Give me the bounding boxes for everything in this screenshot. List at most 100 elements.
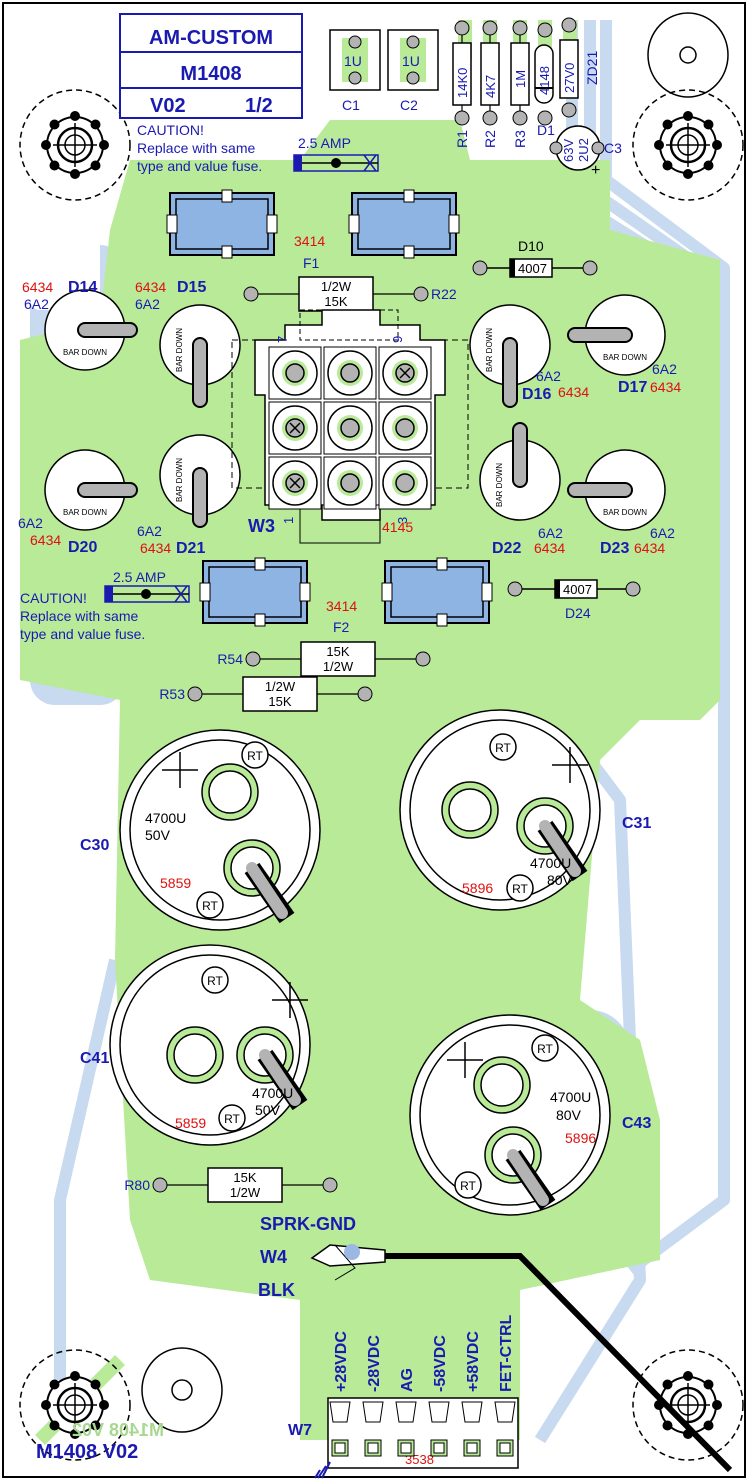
svg-text:SPRK-GND: SPRK-GND [260, 1214, 356, 1234]
svg-text:5896: 5896 [565, 1130, 596, 1146]
svg-text:R53: R53 [159, 686, 185, 702]
svg-text:W7: W7 [288, 1422, 312, 1439]
svg-text:FET-CTRL: FET-CTRL [498, 1314, 515, 1392]
svg-text:1/2W: 1/2W [323, 659, 354, 674]
svg-text:6A2: 6A2 [24, 296, 49, 312]
w3-pin [323, 456, 377, 510]
svg-text:D22: D22 [492, 540, 521, 557]
svg-text:2U2: 2U2 [576, 138, 591, 162]
connector-w3: 7 9 1 3 W3 4145 [231, 309, 469, 544]
f2-labels: 3414 F2 [326, 598, 357, 635]
svg-text:6434: 6434 [650, 379, 681, 395]
svg-text:1U: 1U [344, 53, 362, 69]
svg-text:4700U: 4700U [550, 1089, 591, 1105]
w3-pin [268, 456, 322, 510]
caution-note-top: CAUTION! Replace with same type and valu… [137, 122, 262, 174]
svg-text:80V: 80V [547, 872, 573, 888]
fuse-symbol-mid: 2.5 AMP [104, 569, 190, 603]
svg-text:6A2: 6A2 [137, 523, 162, 539]
svg-text:AG: AG [399, 1368, 416, 1392]
svg-text:D23: D23 [600, 540, 629, 557]
zener-zd21: 27V0 ZD21 [559, 17, 600, 118]
mounting-hole [19, 89, 131, 201]
svg-text:C43: C43 [622, 1115, 651, 1132]
w7-pin: +28VDC [329, 1331, 351, 1457]
svg-text:6434: 6434 [140, 540, 171, 556]
svg-text:15K: 15K [233, 1170, 256, 1185]
svg-text:D10: D10 [518, 238, 544, 254]
svg-text:R54: R54 [217, 651, 243, 667]
svg-text:7: 7 [275, 336, 290, 343]
fuse-top-rating: 2.5 AMP [298, 135, 351, 151]
fuse-holder [348, 189, 460, 259]
svg-text:F1: F1 [303, 255, 320, 271]
w3-pin [268, 401, 322, 455]
svg-text:BAR DOWN: BAR DOWN [603, 508, 647, 517]
svg-text:RT: RT [202, 899, 218, 913]
svg-text:6A2: 6A2 [652, 361, 677, 377]
svg-text:RT: RT [224, 1112, 240, 1126]
fuse-symbol-top: 2.5 AMP [293, 135, 379, 172]
svg-text:R3: R3 [512, 130, 528, 148]
svg-text:4700U: 4700U [252, 1085, 293, 1101]
svg-text:5896: 5896 [462, 880, 493, 896]
svg-text:C3: C3 [604, 140, 622, 156]
fuse-holders [166, 189, 493, 627]
w7-pin: -28VDC [362, 1335, 384, 1457]
svg-text:BAR DOWN: BAR DOWN [495, 463, 504, 507]
fuse-holder [199, 557, 311, 627]
svg-text:Replace with same: Replace with same [20, 608, 138, 624]
svg-text:+: + [591, 162, 600, 179]
title-sheet: 1/2 [245, 95, 273, 117]
svg-text:D14: D14 [68, 279, 97, 296]
w3-pin [378, 346, 432, 400]
svg-text:BAR DOWN: BAR DOWN [175, 328, 184, 372]
svg-text:15K: 15K [324, 294, 347, 309]
svg-text:15K: 15K [268, 694, 291, 709]
svg-text:R80: R80 [124, 1177, 150, 1193]
title-name: AM-CUSTOM [149, 27, 273, 49]
svg-text:ZD21: ZD21 [584, 51, 600, 85]
fuse-holder [381, 557, 493, 627]
svg-text:D1: D1 [537, 122, 555, 138]
w7-pin: -58VDC [428, 1335, 450, 1457]
svg-text:type and value fuse.: type and value fuse. [137, 158, 262, 174]
svg-text:80V: 80V [556, 1107, 582, 1123]
svg-text:6A2: 6A2 [538, 525, 563, 541]
svg-text:15K: 15K [326, 644, 349, 659]
svg-text:6A2: 6A2 [135, 296, 160, 312]
svg-text:+28VDC: +28VDC [333, 1331, 350, 1392]
svg-text:-28VDC: -28VDC [366, 1335, 383, 1392]
caution-note-mid: CAUTION! Replace with same type and valu… [20, 590, 145, 642]
plain-hole-top-right [647, 12, 729, 98]
w3-code: 4145 [382, 519, 413, 535]
svg-text:Replace with same: Replace with same [137, 140, 255, 156]
svg-text:6434: 6434 [22, 279, 53, 295]
svg-text:RT: RT [460, 1179, 476, 1193]
w3-pin [378, 456, 432, 510]
svg-text:1: 1 [281, 517, 296, 524]
svg-text:RT: RT [495, 741, 511, 755]
svg-text:4007: 4007 [563, 582, 592, 597]
svg-text:C2: C2 [400, 97, 418, 113]
svg-text:RT: RT [247, 749, 263, 763]
svg-text:CAUTION!: CAUTION! [20, 590, 87, 606]
svg-text:50V: 50V [255, 1102, 281, 1118]
svg-text:R1: R1 [454, 130, 470, 148]
svg-text:4700U: 4700U [530, 855, 571, 871]
svg-text:RT: RT [512, 882, 528, 896]
svg-text:RT: RT [207, 974, 223, 988]
svg-text:C30: C30 [80, 837, 109, 854]
